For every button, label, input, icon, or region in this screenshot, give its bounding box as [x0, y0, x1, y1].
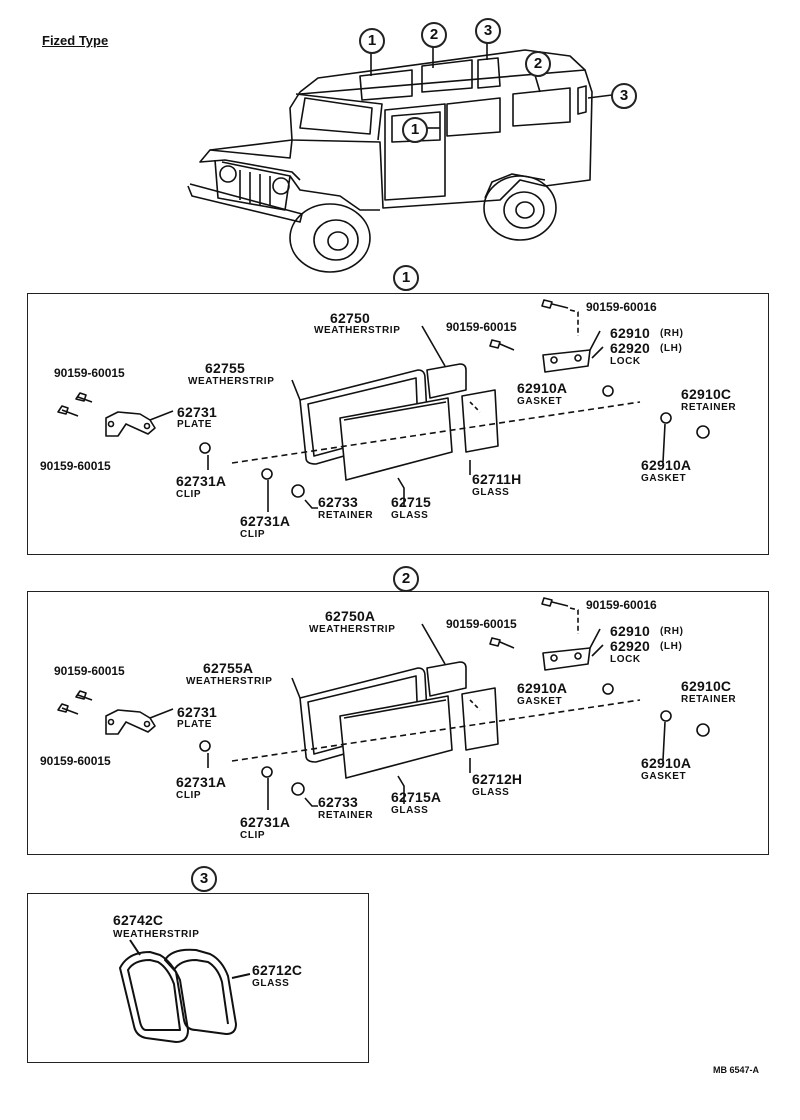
label-62715a-desc: GLASS: [391, 805, 429, 816]
vehicle-marker-2: 2: [421, 22, 447, 48]
label-62910c-desc: RETAINER: [681, 402, 737, 413]
label-gasket-2-desc: GASKET: [517, 696, 563, 707]
label-gasket-2: 62910A: [517, 680, 568, 696]
vehicle-marker-1b: 1: [402, 117, 428, 143]
label-62755-desc: WEATHERSTRIP: [188, 376, 275, 387]
section-3-marker: 3: [191, 866, 217, 892]
label-62755a-desc: WEATHERSTRIP: [186, 676, 273, 687]
label-gasket2-desc: GASKET: [641, 473, 687, 484]
label-62920: 62920: [610, 340, 650, 356]
label-62733-2: 62733: [318, 794, 358, 810]
label-bolt-a-2: 90159-60015: [54, 664, 125, 678]
label-62750-desc: WEATHERSTRIP: [314, 325, 401, 336]
label-62910c-2: 62910C: [681, 678, 732, 694]
section-3-frame: [27, 893, 369, 1063]
label-62910: 62910: [610, 325, 650, 341]
label-62731-2-desc: PLATE: [177, 719, 213, 730]
label-lock-desc-2: LOCK: [610, 654, 641, 665]
label-62715-desc: GLASS: [391, 510, 429, 521]
label-clip1-desc: CLIP: [176, 489, 202, 500]
label-lock-desc: LOCK: [610, 356, 641, 367]
label-62910-2: 62910: [610, 623, 650, 639]
section-1-frame: [27, 293, 769, 555]
label-gasket2: 62910A: [641, 457, 692, 473]
label-clip1-2: 62731A: [176, 774, 227, 790]
vehicle-marker-1: 1: [359, 28, 385, 54]
label-clip2-2-desc: CLIP: [240, 830, 266, 841]
label-62733-desc: RETAINER: [318, 510, 374, 521]
label-62711h: 62711H: [472, 471, 522, 487]
label-bolt-b: 90159-60015: [40, 459, 111, 473]
label-clip1: 62731A: [176, 473, 227, 489]
label-62920-2: 62920: [610, 638, 650, 654]
label-clip2: 62731A: [240, 513, 291, 529]
label-62712h-desc: GLASS: [472, 787, 510, 798]
label-62715a: 62715A: [391, 789, 442, 805]
label-clip2-2: 62731A: [240, 814, 291, 830]
label-62715: 62715: [391, 494, 431, 510]
label-gasket2-2: 62910A: [641, 755, 692, 771]
label-bolt-c: 90159-60015: [446, 320, 517, 334]
label-62742c-desc: WEATHERSTRIP: [113, 929, 200, 940]
label-clip2-desc: CLIP: [240, 529, 266, 540]
page-title: Fized Type: [42, 33, 109, 48]
vehicle-marker-3: 3: [475, 18, 501, 44]
label-62731-2: 62731: [177, 704, 217, 720]
label-62755: 62755: [205, 360, 245, 376]
label-gasket: 62910A: [517, 380, 568, 396]
label-62733: 62733: [318, 494, 358, 510]
label-bolt-c-2: 90159-60015: [446, 617, 517, 631]
vehicle-marker-2b: 2: [525, 51, 551, 77]
label-lh-2: (LH): [660, 641, 683, 652]
label-62755a: 62755A: [203, 660, 254, 676]
label-62733-2-desc: RETAINER: [318, 810, 374, 821]
label-62910c-2-desc: RETAINER: [681, 694, 737, 705]
label-bolt-top: 90159-60016: [586, 300, 657, 314]
section-1-marker: 1: [393, 265, 419, 291]
label-clip1-2-desc: CLIP: [176, 790, 202, 801]
label-62750: 62750: [330, 310, 370, 326]
label-bolt-top-2: 90159-60016: [586, 598, 657, 612]
label-62712c-desc: GLASS: [252, 978, 290, 989]
label-gasket-desc: GASKET: [517, 396, 563, 407]
label-62711h-desc: GLASS: [472, 487, 510, 498]
label-62750a: 62750A: [325, 608, 376, 624]
label-bolt-b-2: 90159-60015: [40, 754, 111, 768]
label-62750a-desc: WEATHERSTRIP: [309, 624, 396, 635]
label-62742c: 62742C: [113, 912, 164, 928]
vehicle-marker-3b: 3: [611, 83, 637, 109]
label-lh: (LH): [660, 343, 683, 354]
label-62712h: 62712H: [472, 771, 523, 787]
label-gasket2-2-desc: GASKET: [641, 771, 687, 782]
label-rh: (RH): [660, 328, 684, 339]
label-rh-2: (RH): [660, 626, 684, 637]
footer-code: MB 6547-A: [713, 1065, 760, 1075]
vehicle-illustration: [187, 42, 613, 273]
label-bolt-a: 90159-60015: [54, 366, 125, 380]
label-62712c: 62712C: [252, 962, 303, 978]
section-2-frame: [27, 591, 769, 855]
label-62910c: 62910C: [681, 386, 732, 402]
label-62731: 62731: [177, 404, 217, 420]
label-62731-desc: PLATE: [177, 419, 213, 430]
